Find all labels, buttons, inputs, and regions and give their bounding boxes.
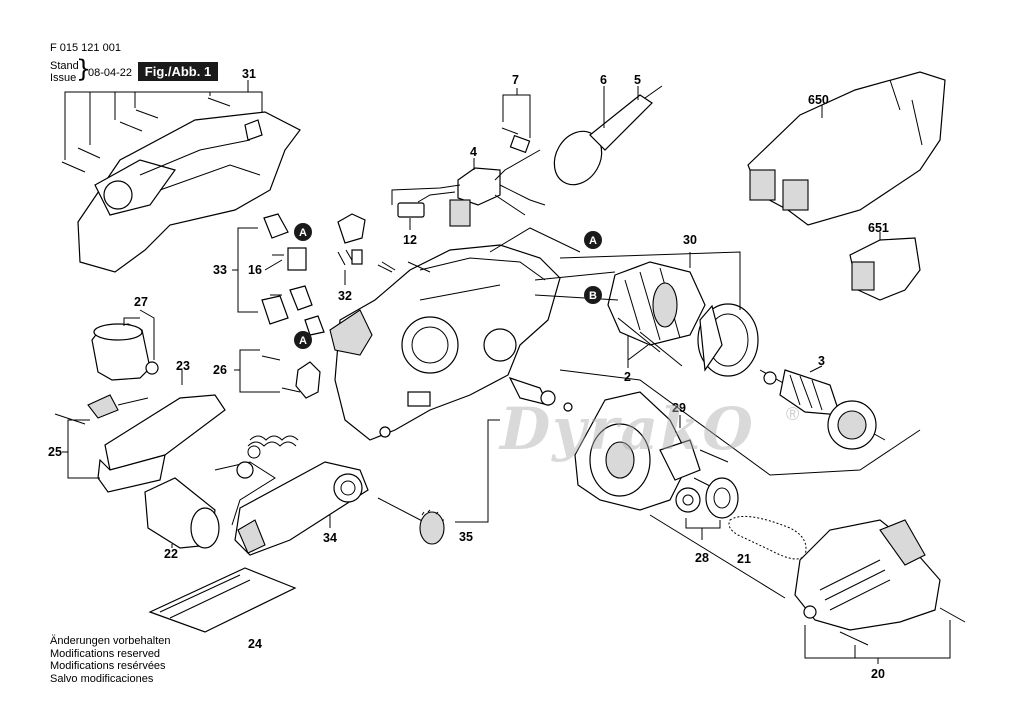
part-label-25: 25 [48, 445, 62, 459]
callout-a-right: A [584, 231, 602, 249]
part-label-7: 7 [512, 73, 519, 87]
brush-holder-part [337, 213, 396, 273]
footer-notes: Änderungen vorbehalten Modifications res… [50, 635, 170, 685]
platen-frame-part [54, 394, 226, 493]
document-number: F 015 121 001 [50, 42, 121, 54]
part-label-5: 5 [634, 73, 641, 87]
part-label-651: 651 [868, 221, 889, 235]
leader-2 [627, 335, 649, 368]
part-label-34: 34 [323, 531, 337, 545]
part-label-4: 4 [470, 145, 477, 159]
leader-27 [123, 309, 155, 360]
part-label-16: 16 [248, 263, 262, 277]
callout-b: B [584, 286, 602, 304]
pulley-sleeve-part [91, 323, 159, 381]
gear-wheel-part [675, 477, 739, 519]
assembly-lines-2 [407, 261, 786, 599]
part-label-24: 24 [248, 637, 262, 651]
svg-text:A: A [299, 335, 307, 347]
part-label-32: 32 [338, 289, 352, 303]
leader-20 [804, 620, 951, 664]
tension-lever-part [261, 355, 321, 399]
housing-half-part [77, 111, 301, 273]
armature-part [759, 369, 886, 450]
part-label-31: 31 [242, 67, 256, 81]
stand-label: Stand [50, 60, 79, 72]
leaders-5-6-7 [502, 86, 639, 138]
gear-housing-part [574, 391, 729, 511]
note-line: Salvo modificaciones [50, 672, 154, 685]
part-label-12: 12 [403, 233, 417, 247]
issue-label: Issue [50, 72, 77, 84]
brace-icon: } [76, 55, 92, 83]
main-housing-part [329, 244, 561, 441]
leader-28 [685, 518, 721, 540]
leader-3 [809, 365, 823, 373]
belt-cover-part [794, 519, 966, 646]
screws-2 [617, 317, 683, 367]
part-label-30: 30 [683, 233, 697, 247]
capacitor-part [391, 184, 461, 218]
base-plate-part [148, 567, 297, 633]
belt-frame-part [234, 461, 369, 556]
leader-25 [62, 419, 100, 479]
assembly-lines [489, 227, 921, 476]
issue-date: 08-04-22 [88, 67, 133, 79]
part-label-6: 6 [600, 73, 607, 87]
rear-roller-part [144, 461, 276, 549]
note-line: Modifications resérvées [50, 660, 166, 672]
svg-text:B: B [589, 290, 597, 302]
part-label-33: 33 [213, 263, 227, 277]
switch-part [449, 149, 546, 227]
part-label-26: 26 [213, 363, 227, 377]
leader-31 [64, 80, 263, 160]
part-label-650: 650 [808, 93, 829, 107]
leader-30 [559, 251, 741, 310]
part-labels: 31 7 6 5 650 4 12 30 651 33 16 32 27 23 … [48, 67, 889, 681]
svg-text:A: A [589, 235, 597, 247]
note-line: Änderungen vorbehalten [50, 635, 171, 647]
svg-text:A: A [299, 227, 307, 239]
part-label-27: 27 [134, 295, 148, 309]
field-part [607, 261, 706, 346]
fan-baffle-part [697, 303, 759, 377]
watermark: DyrakO [500, 395, 755, 463]
callout-a-upper: A [294, 223, 312, 241]
stand-issue-labels: Stand Issue [50, 60, 79, 84]
screws-31 [61, 97, 231, 173]
pinion-part [508, 376, 573, 412]
part-label-20: 20 [871, 667, 885, 681]
adapter-part [849, 237, 921, 301]
leader-26 [234, 349, 280, 393]
part-label-22: 22 [164, 547, 178, 561]
callout-a-lower: A [294, 331, 312, 349]
part-label-35: 35 [459, 530, 473, 544]
cable-gland-part [553, 85, 663, 186]
part-label-21: 21 [737, 552, 751, 566]
spring-part [247, 435, 299, 459]
leader-35 [455, 419, 500, 523]
registered-mark-icon: ® [786, 404, 800, 424]
brush-parts [261, 213, 325, 336]
figure-label: Fig./Abb. 1 [138, 62, 218, 81]
part-label-3: 3 [818, 354, 825, 368]
part-label-2: 2 [624, 370, 631, 384]
part-label-28: 28 [695, 551, 709, 565]
part-label-29: 29 [672, 401, 686, 415]
note-line: Modifications reserved [50, 647, 161, 660]
gear-shaft-part [377, 497, 445, 545]
part-label-23: 23 [176, 359, 190, 373]
dust-bag-part [747, 71, 946, 226]
leader-16 [264, 259, 283, 271]
strain-relief-part [501, 127, 531, 154]
leader-33 [232, 227, 258, 313]
